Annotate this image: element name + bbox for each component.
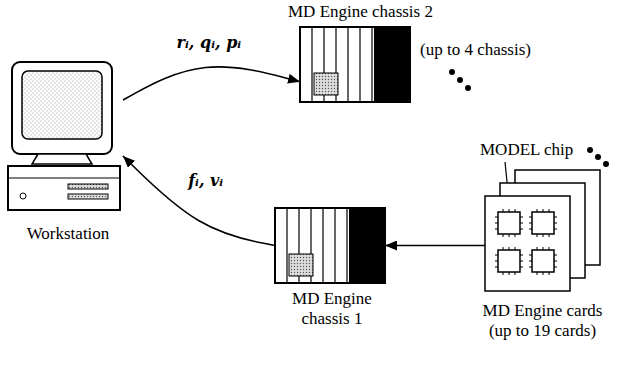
ellipsis-dots (587, 147, 609, 167)
chassis-shape (275, 208, 385, 283)
chassis-body (300, 27, 410, 102)
workstation-shape (8, 60, 123, 220)
data-link (385, 245, 485, 247)
card-slot (286, 208, 287, 283)
monitor-stand (32, 154, 92, 164)
unit-seam (8, 178, 120, 179)
node-label: MD Engine cards (up to 19 cards) (478, 301, 608, 341)
signal-label: fᵢ, vᵢ (186, 171, 225, 191)
signal-label: rᵢ, qᵢ, pᵢ (175, 33, 244, 53)
card-stack-shape (485, 170, 600, 291)
card-slot (371, 27, 372, 102)
model-chip (495, 209, 523, 237)
card-slot (311, 27, 312, 102)
card-slot (359, 27, 360, 102)
chassis-body (275, 208, 385, 283)
node-label: MD Engine chassis 1 (282, 289, 382, 329)
ellipsis-dots (449, 69, 471, 91)
chassis-drawing (275, 208, 385, 283)
card-slot (334, 208, 335, 283)
data-link (123, 67, 300, 100)
data-link (123, 156, 275, 246)
chassis-shape (300, 27, 410, 102)
chassis-drawing (300, 27, 410, 102)
inserted-card (289, 254, 313, 276)
monitor-screen (22, 71, 102, 139)
drive-slot (68, 184, 108, 189)
power-unit (350, 208, 385, 283)
model-chip (529, 209, 557, 237)
workstation-node: Workstation (8, 60, 128, 244)
model-chip (529, 247, 557, 275)
card-slot (346, 208, 347, 283)
drive-slot (68, 194, 108, 199)
model-chip (495, 247, 523, 275)
workstation-drawing (8, 60, 123, 220)
card-slot (322, 208, 323, 283)
inserted-card (314, 73, 338, 95)
node-label: MD Engine chassis 2 (288, 2, 483, 22)
chassis-node: MD Engine chassis 1 (262, 208, 402, 329)
card-stack-drawing (485, 170, 600, 291)
card-stack-node: MD Engine cards (up to 19 cards) (470, 170, 615, 341)
engine-card (485, 196, 570, 291)
node-label: Workstation (8, 224, 128, 244)
power-button (20, 193, 26, 199)
card-slot (347, 27, 348, 102)
annotation-label: MODEL chip (478, 140, 575, 160)
annotation-label: (up to 4 chassis) (418, 40, 533, 60)
system-unit (8, 166, 120, 210)
monitor-frame (12, 62, 112, 154)
power-unit (375, 27, 410, 102)
